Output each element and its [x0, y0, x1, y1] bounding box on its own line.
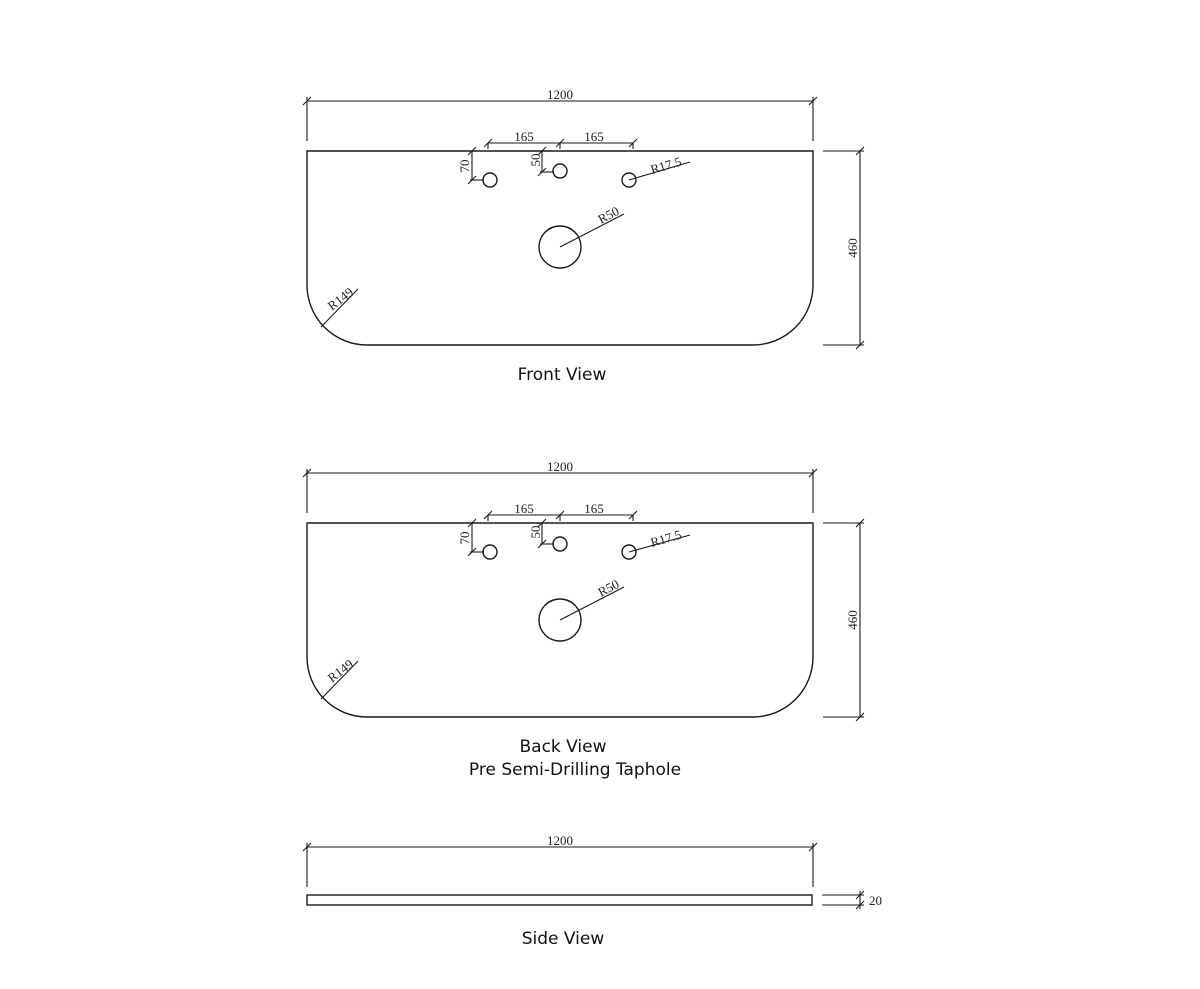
side-view-outline	[306, 894, 813, 906]
front-waste-radius-dimension: R50	[559, 203, 625, 248]
side-thickness-dimension: 20	[822, 890, 882, 910]
front-spacing-left-label: 165	[514, 129, 534, 144]
front-view: 1200 460 165 165 70	[302, 87, 865, 385]
side-view: 1200 20 Side View	[302, 833, 882, 949]
front-width-label: 1200	[547, 87, 573, 102]
back-view-subcaption: Pre Semi-Drilling Taphole	[469, 760, 681, 780]
front-spacing-right-label: 165	[584, 129, 604, 144]
back-taphole-radius-label: R17.5	[649, 527, 683, 550]
front-width-dimension: 1200	[302, 87, 818, 141]
back-spacing-dimension: 165 165	[483, 501, 638, 521]
side-width-label: 1200	[547, 833, 573, 848]
front-taphole-radius-label: R17.5	[649, 154, 683, 177]
front-height-dimension: 460	[823, 146, 865, 350]
front-corner-radius-dimension: R149	[320, 284, 359, 328]
back-corner-radius-dimension: R149	[320, 656, 359, 700]
front-view-caption: Front View	[518, 365, 607, 385]
back-offset-left-dimension: 70	[457, 518, 484, 557]
back-spacing-left-label: 165	[514, 501, 534, 516]
front-waste-radius-label: R50	[595, 203, 621, 226]
back-width-dimension: 1200	[302, 459, 818, 513]
front-offset-center-label: 50	[528, 154, 543, 167]
back-taphole-radius-dimension: R17.5	[628, 527, 691, 553]
front-taphole-center	[552, 163, 568, 179]
side-thickness-label: 20	[869, 893, 882, 908]
back-waste-radius-label: R50	[595, 576, 621, 599]
back-offset-center-dimension: 50	[528, 518, 554, 549]
front-view-outline	[306, 150, 814, 346]
back-view-outline	[306, 522, 814, 718]
back-view: 1200 460 165 165 70 50	[302, 459, 865, 780]
back-taphole-center	[552, 536, 568, 552]
front-taphole-left	[482, 172, 498, 188]
back-spacing-right-label: 165	[584, 501, 604, 516]
back-width-label: 1200	[547, 459, 573, 474]
back-waste-hole	[538, 598, 582, 642]
front-taphole-radius-dimension: R17.5	[628, 154, 691, 181]
front-taphole-right	[621, 172, 637, 188]
back-offset-center-label: 50	[528, 526, 543, 539]
back-offset-left-label: 70	[457, 532, 472, 545]
back-height-dimension: 460	[823, 518, 865, 722]
front-offset-left-label: 70	[457, 160, 472, 173]
front-spacing-dimension: 165 165	[483, 129, 638, 149]
front-waste-hole	[538, 225, 582, 269]
back-corner-radius-label: R149	[325, 656, 356, 685]
front-height-label: 460	[845, 238, 860, 258]
front-offset-left-dimension: 70	[457, 146, 484, 185]
back-waste-radius-dimension: R50	[559, 576, 625, 621]
front-corner-radius-label: R149	[325, 284, 356, 313]
back-taphole-left	[482, 544, 498, 560]
front-offset-center-dimension: 50	[528, 146, 554, 177]
side-view-caption: Side View	[522, 929, 605, 949]
side-width-dimension: 1200	[302, 833, 818, 887]
back-height-label: 460	[845, 610, 860, 630]
back-view-caption: Back View	[519, 737, 606, 757]
back-taphole-right	[621, 544, 637, 560]
